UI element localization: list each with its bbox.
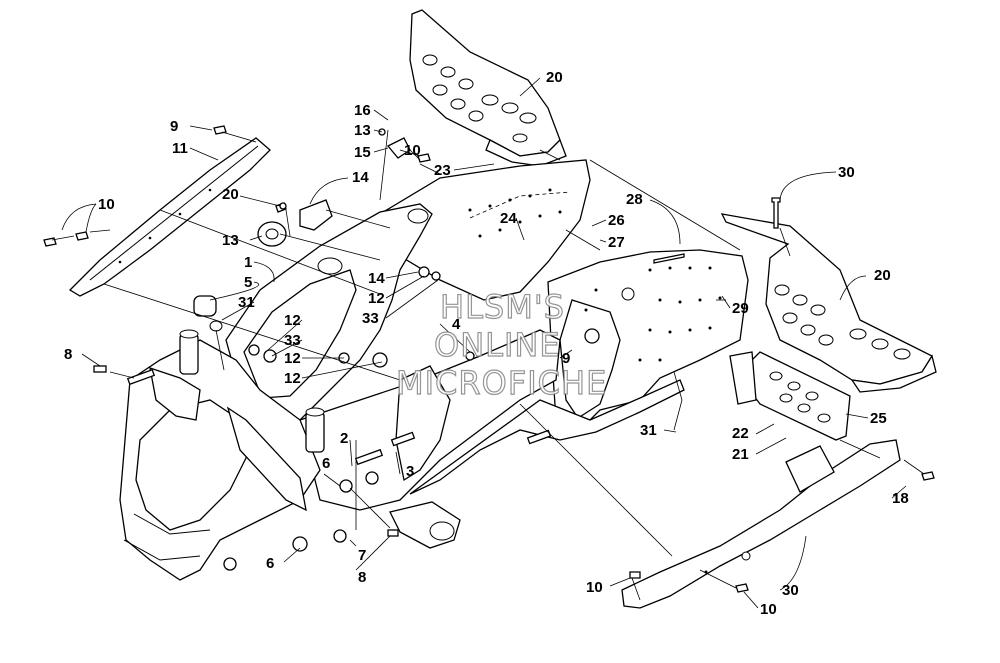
skid-plate-right [720,213,937,393]
callout-label: 14 [368,270,385,287]
leader-lines [61,77,907,609]
watermark-line-3: MICROFICHE [396,364,607,402]
callout-label: 16 [354,102,371,119]
callout-label: 20 [546,69,563,86]
callout-label: 20 [874,267,891,284]
callout-label: 4 [452,316,461,333]
callout-label: 1 [244,254,252,271]
callout-label: 8 [358,569,366,586]
callout-label: 7 [358,547,366,564]
callout-label: 20 [222,186,239,203]
callout-label: 5 [244,274,252,291]
callout-label: 22 [732,425,749,442]
callout-label: 10 [760,601,777,618]
callout-label: 30 [782,582,799,599]
callout-label: 3 [406,463,414,480]
brace-right [621,439,901,609]
callout-label: 13 [354,122,371,139]
callout-label: 33 [284,332,301,349]
main-frame [119,159,685,581]
callout-label: 15 [354,144,371,161]
watermark-line-1: HLSM'S [440,288,565,326]
callout-label: 12 [368,290,385,307]
callout-label: 31 [238,294,255,311]
callout-label: 12 [284,350,301,367]
bracket-small [729,351,757,405]
callout-label: 24 [500,210,517,227]
hardware [43,125,935,593]
callout-label: 13 [222,232,239,249]
callout-label: 12 [284,370,301,387]
callout-label: 9 [170,118,178,135]
callout-label: 10 [404,142,421,159]
callout-label: 25 [870,410,887,427]
callout-label: 11 [172,140,188,157]
callout-label: 28 [626,191,643,208]
brace-left [68,137,271,297]
callout-label: 10 [586,579,603,596]
callout-label: 26 [608,212,625,229]
callout-label: 31 [640,422,657,439]
callout-label: 23 [434,162,451,179]
right-side-panel [547,249,749,429]
callout-label: 21 [732,446,749,463]
callout-label: 14 [352,169,369,186]
callout-labels: 9 11 10 20 13 14 1 5 31 8 12 33 12 12 16… [64,69,909,618]
callout-label: 10 [98,196,115,213]
watermark: HLSM'S ONLINE MICROFICHE [395,287,607,402]
callout-label: 33 [362,310,379,327]
callout-label: 12 [284,312,301,329]
skid-plate-upper [409,9,567,167]
callout-label: 2 [340,430,348,447]
callout-label: 30 [838,164,855,181]
callout-label: 27 [608,234,625,251]
assembly-lines [51,129,925,601]
callout-label: 18 [892,490,909,507]
callout-label: 6 [266,555,274,572]
callout-label: 6 [322,455,330,472]
callout-label: 9 [562,350,570,367]
watermark-line-2: ONLINE [434,326,561,364]
callout-label: 29 [732,300,749,317]
callout-label: 8 [64,346,72,363]
